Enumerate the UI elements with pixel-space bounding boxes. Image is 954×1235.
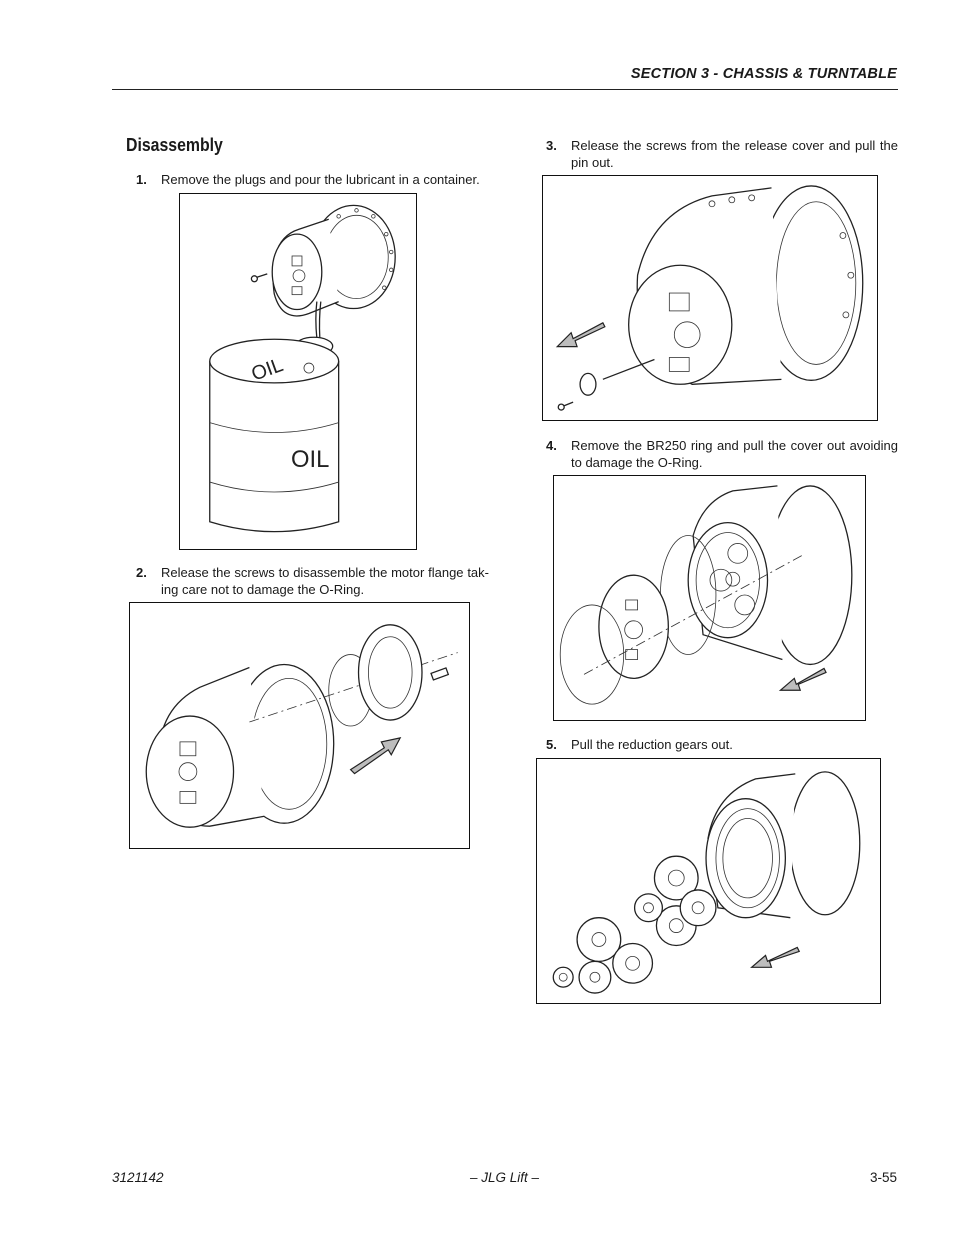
step-text: Remove the plugs and pour the lubricant … [161,172,480,187]
step-text: Release the screws to disassemble the mo… [161,565,489,597]
footer-page-number: 3-55 [869,1170,897,1185]
figure-release-cover [542,175,878,421]
step-text: Pull the reduction gears out. [571,737,733,752]
drain-oil-illustration: OIL OIL [209,204,396,533]
motor-flange-illustration [145,624,458,828]
section-header: SECTION 3 - CHASSIS & TURNTABLE [630,66,897,82]
step-number: 4. [546,438,557,453]
drum-label-bottom: OIL [291,446,329,473]
release-cover-illustration [555,185,864,411]
footer-doc-number: 3121142 [112,1170,164,1185]
step-number: 2. [136,565,147,580]
section-heading: Disassembly [126,135,223,155]
figure-remove-cover [553,475,866,721]
header-rule [112,89,898,90]
remove-cover-illustration [559,485,853,705]
figure-reduction-gears [536,758,881,1004]
figure-motor-flange [129,602,470,849]
figure-drain-oil: OIL OIL [179,193,417,550]
step-number: 3. [546,138,557,153]
step-number: 1. [136,172,147,187]
step-text: Release the screws from the release cove… [571,138,898,170]
step-number: 5. [546,737,557,752]
step-text: Remove the BR250 ring and pull the cover… [571,438,898,470]
reduction-gears-illustration [552,771,861,994]
footer-brand: – JLG Lift – [470,1170,540,1185]
